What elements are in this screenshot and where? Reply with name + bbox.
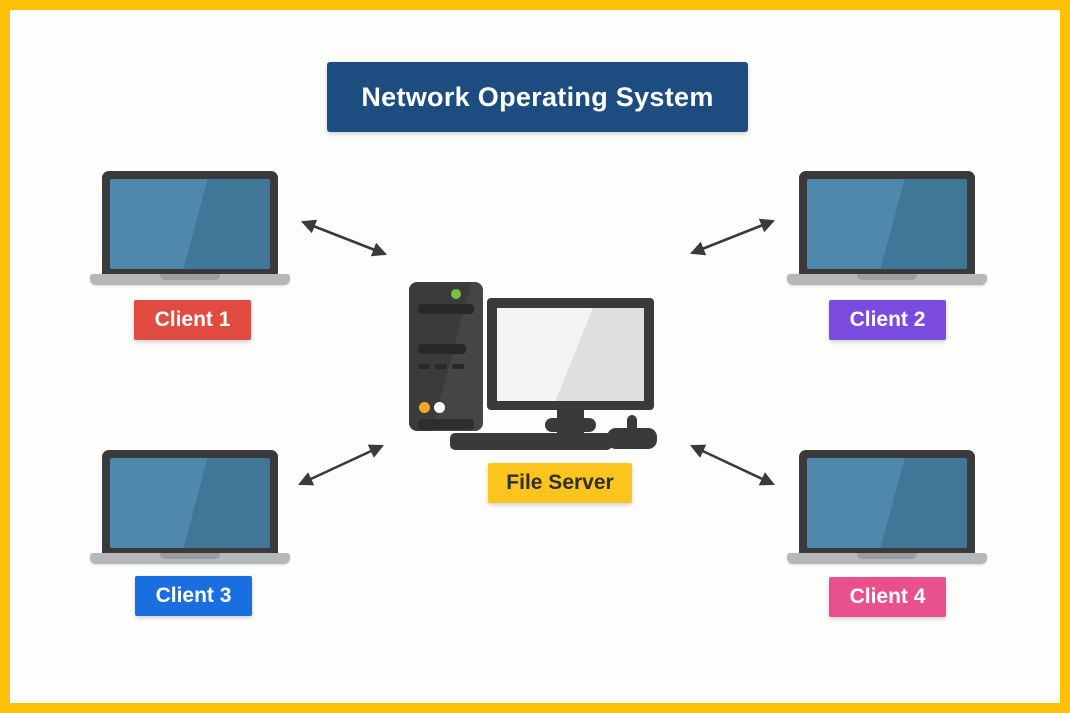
laptop-display	[110, 458, 270, 548]
page-title: Network Operating System	[327, 62, 748, 132]
laptop-screen	[102, 171, 278, 275]
laptop-icon-client-4	[787, 450, 987, 564]
tower-button-orange-icon	[419, 402, 430, 413]
drive-bay-icon	[418, 344, 466, 354]
laptop-screen	[102, 450, 278, 554]
laptop-icon-client-1	[90, 171, 290, 285]
laptop-base	[787, 274, 987, 285]
laptop-screen	[799, 450, 975, 554]
laptop-display	[110, 179, 270, 269]
diagram-canvas: Network Operating System	[10, 10, 1060, 703]
laptop-notch	[857, 274, 917, 280]
laptop-base	[787, 553, 987, 564]
laptop-display	[807, 458, 967, 548]
laptop-notch	[160, 553, 220, 559]
file-server-label: File Server	[488, 463, 632, 503]
connection-arrows	[298, 218, 776, 486]
client-2-label: Client 2	[829, 300, 946, 340]
laptop-icon-client-2	[787, 171, 987, 285]
arrow-client3-server	[298, 444, 384, 486]
drive-bay-icon	[418, 304, 474, 314]
client-1-label: Client 1	[134, 300, 251, 340]
laptop-display	[807, 179, 967, 269]
tower-button-white-icon	[434, 402, 445, 413]
monitor-stand-base-icon	[545, 418, 596, 432]
client-3-label: Client 3	[135, 576, 252, 616]
laptop-screen	[799, 171, 975, 275]
laptop-notch	[160, 274, 220, 280]
laptop-base	[90, 553, 290, 564]
laptop-icon-client-3	[90, 450, 290, 564]
arrow-client2-server	[689, 218, 776, 256]
tower-ports-icon	[418, 364, 474, 369]
tower-vent-icon	[418, 419, 474, 430]
laptop-base	[90, 274, 290, 285]
power-led-icon	[451, 289, 461, 299]
arrow-client4-server	[690, 444, 775, 486]
server-monitor-icon	[487, 298, 654, 410]
mouse-icon	[607, 428, 657, 449]
monitor-display	[497, 308, 644, 401]
laptop-notch	[857, 553, 917, 559]
keyboard-icon	[450, 433, 612, 450]
server-tower-icon	[409, 282, 483, 431]
arrow-client1-server	[300, 219, 388, 257]
client-4-label: Client 4	[829, 577, 946, 617]
